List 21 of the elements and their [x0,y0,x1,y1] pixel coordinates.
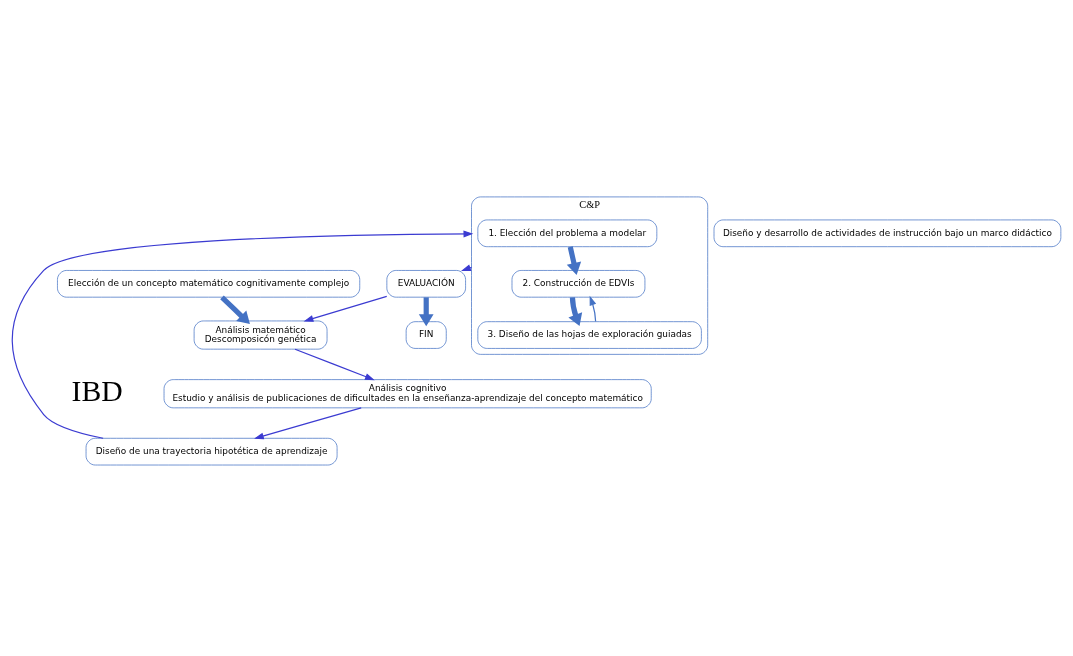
arrow [220,295,250,325]
arrow [303,295,388,322]
arrow [253,407,362,440]
node-box: Diseño de una trayectoria hipotética de aprendizaje [85,437,338,466]
node-box: 2. Construcción de EDVIs [511,270,646,298]
node-box: 3. Diseño de las hojas de exploración guiadas [477,321,702,349]
arrow [461,264,473,271]
node-box: Análisis matemático Descomposicón genética [193,320,328,350]
label: IBD [71,375,123,408]
node-box: FIN [405,321,447,349]
arrow [589,295,597,322]
arrow [11,230,474,439]
arrow [418,297,434,327]
node-box: EVALUACIÓN [386,270,466,298]
node-box: Elección de un concepto matemático cognitivamente complejo [57,270,361,298]
node-box: 1. Elección del problema a modelar [477,219,658,248]
arrow [566,246,582,275]
arrow [294,348,375,381]
node-box: Análisis cognitivo Estudio y análisis de publicaciones de dificultades en la enseñanza-aprendizaje del concepto matemático [163,379,652,409]
arrow [568,297,583,327]
node-box: Diseño y desarrollo de actividades de instrucción bajo un marco didáctico [713,219,1062,248]
